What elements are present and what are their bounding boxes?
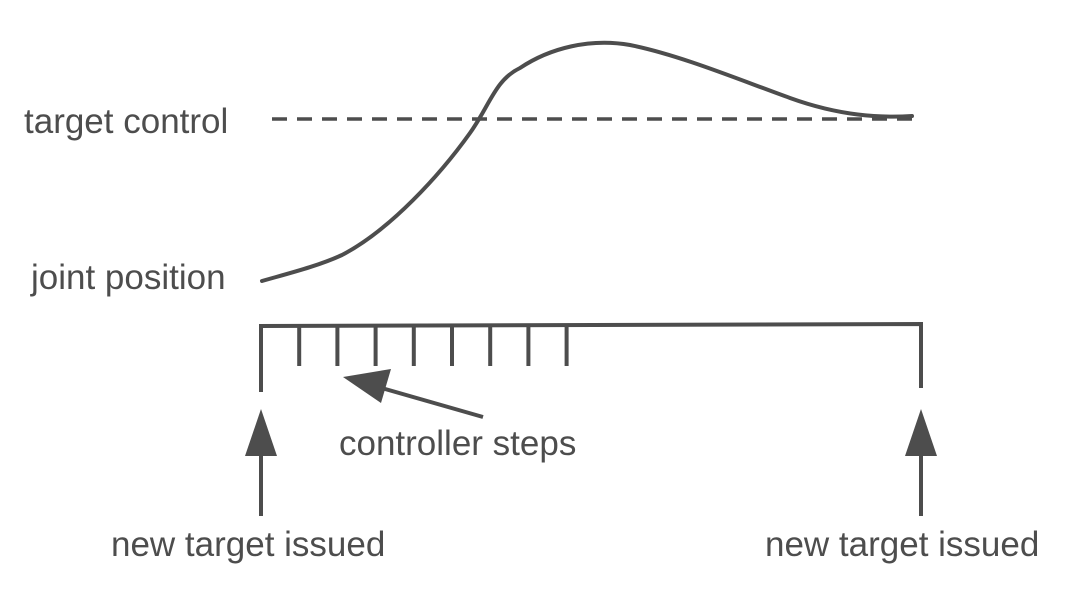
controller-step-ticks (297, 326, 569, 366)
new-target-issued-left-label: new target issued (111, 525, 385, 564)
controller-steps-pointer-shaft (377, 385, 484, 419)
target-control-label: target control (24, 102, 228, 141)
controller-steps-pointer-arrowhead (343, 369, 391, 403)
controller-steps-label: controller steps (339, 424, 576, 463)
joint-position-curve (260, 40, 914, 283)
new-target-issued-right-label: new target issued (765, 525, 1039, 564)
left-new-target-arrowhead (245, 409, 277, 456)
right-new-target-arrowhead (905, 409, 937, 456)
timeline-bracket (259, 321, 923, 392)
joint-position-label: joint position (30, 258, 226, 297)
